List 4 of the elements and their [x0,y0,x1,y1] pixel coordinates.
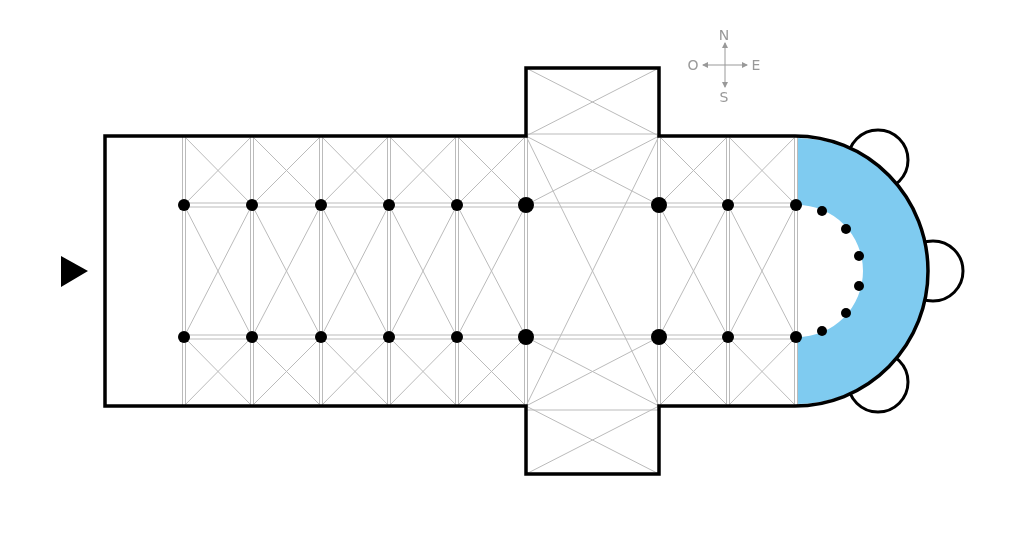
compass-letter: O [687,58,699,72]
compass-letter: N [718,28,730,42]
compass-letter: E [751,58,761,72]
compass-letter: S [719,90,729,104]
